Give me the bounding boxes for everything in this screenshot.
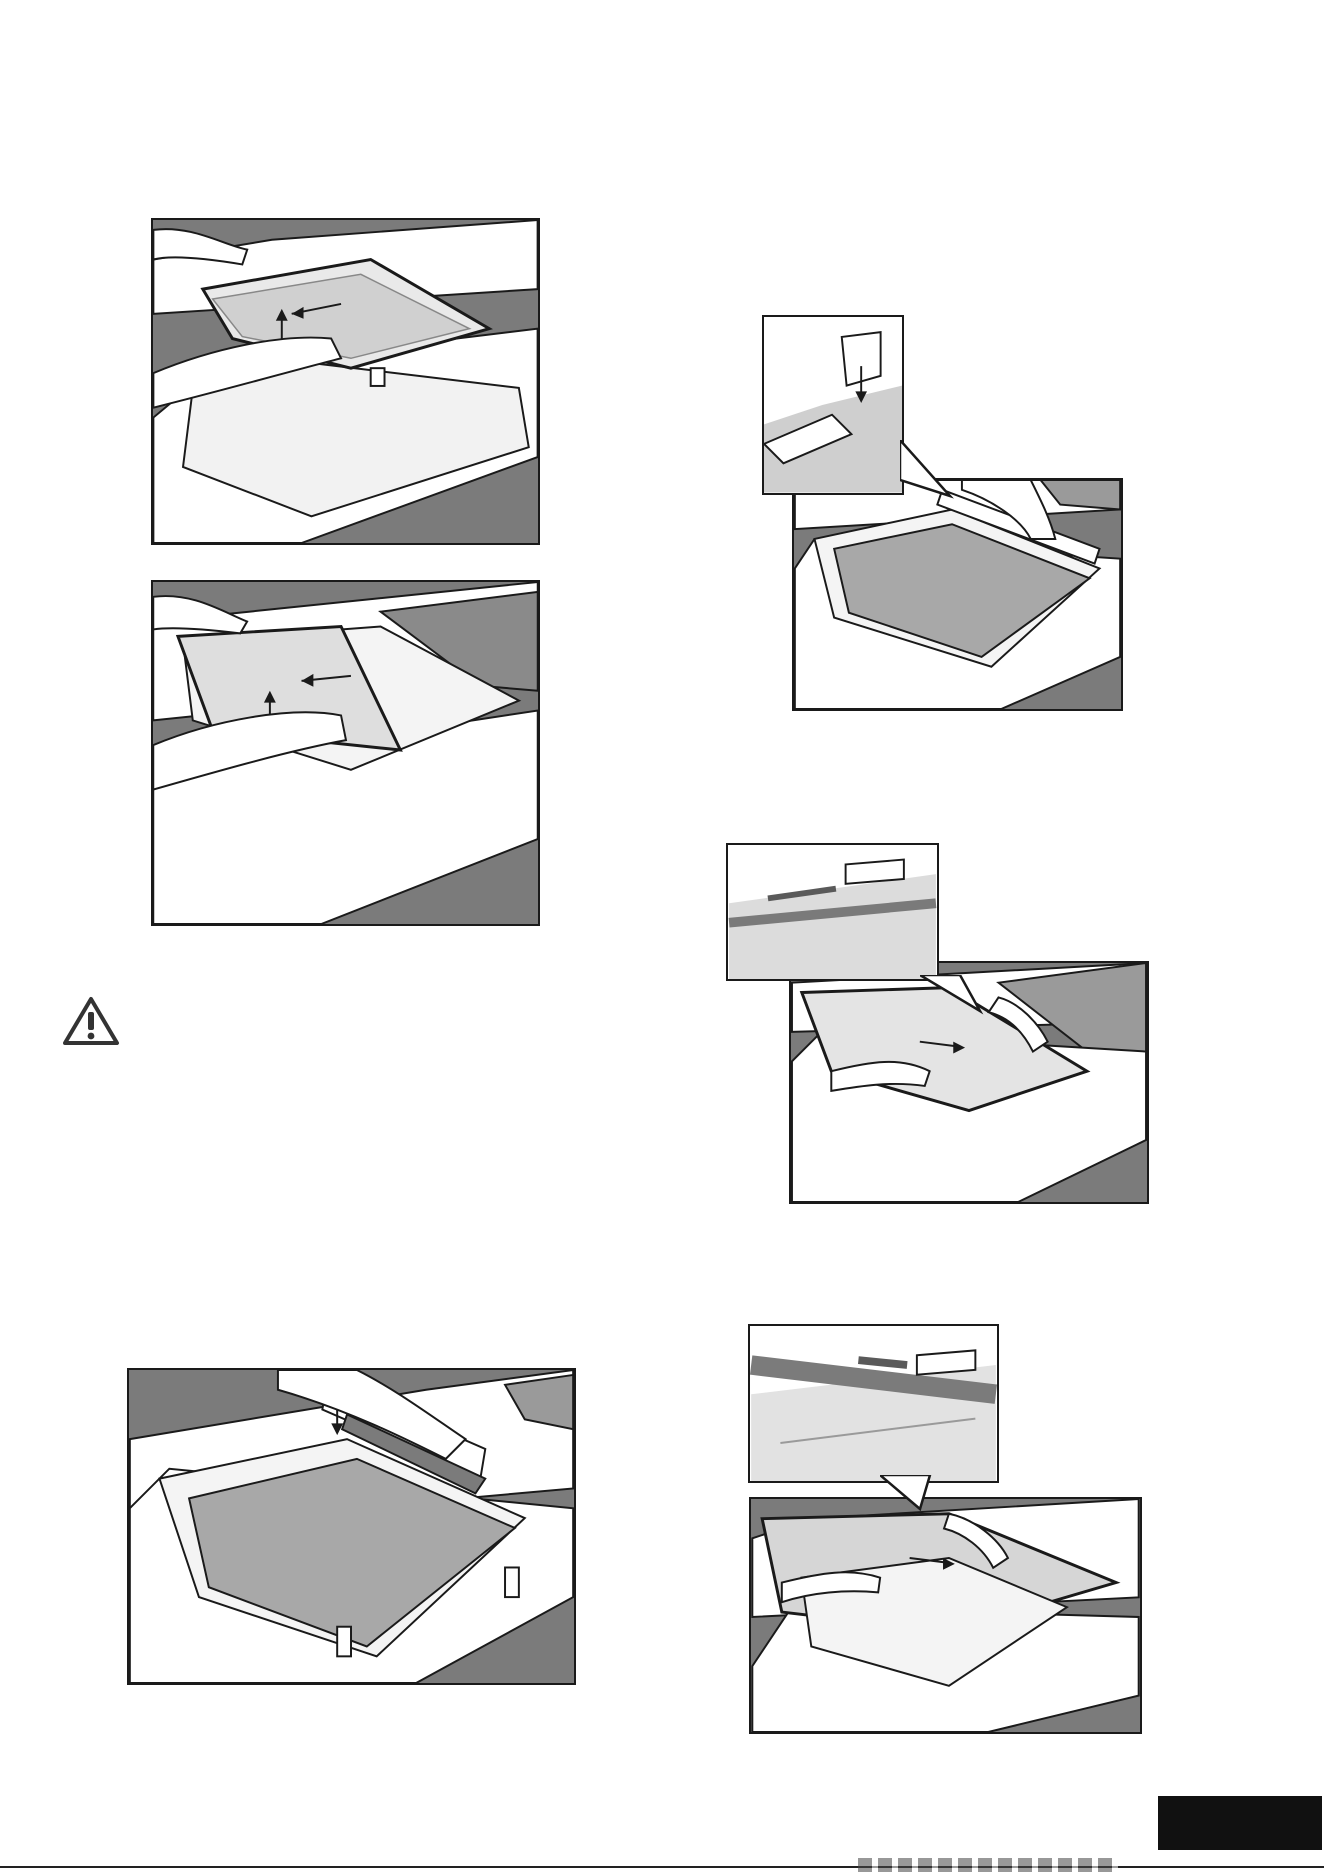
lift-inner-glass-illustration	[153, 220, 538, 543]
callout-pointer	[920, 975, 990, 1015]
footer-text	[858, 1858, 1118, 1872]
page-number-tab	[1158, 1796, 1322, 1850]
middle-glass-detail-illustration	[728, 845, 937, 979]
remove-door-profile-illustration	[129, 1370, 574, 1683]
inner-glass-detail-illustration	[750, 1326, 997, 1481]
slide-out-glass-illustration	[153, 582, 538, 924]
figure-lift-inner-glass	[151, 218, 540, 545]
figure-remove-door-profile	[127, 1368, 576, 1685]
inset-middle-glass-detail	[726, 843, 939, 981]
insert-inner-glass-illustration	[751, 1499, 1140, 1732]
warning-triangle-icon	[62, 996, 120, 1046]
footer-rule	[0, 1866, 1324, 1868]
callout-pointer	[880, 1475, 940, 1515]
figure-slide-out-glass	[151, 580, 540, 926]
refit-door-profile-illustration	[794, 480, 1121, 709]
inset-inner-glass-detail	[748, 1324, 999, 1483]
figure-insert-inner-glass	[749, 1497, 1142, 1734]
callout-pointer	[900, 440, 960, 500]
inset-profile-detail	[762, 315, 904, 495]
profile-detail-illustration	[764, 317, 902, 493]
figure-refit-door-profile	[792, 478, 1123, 711]
